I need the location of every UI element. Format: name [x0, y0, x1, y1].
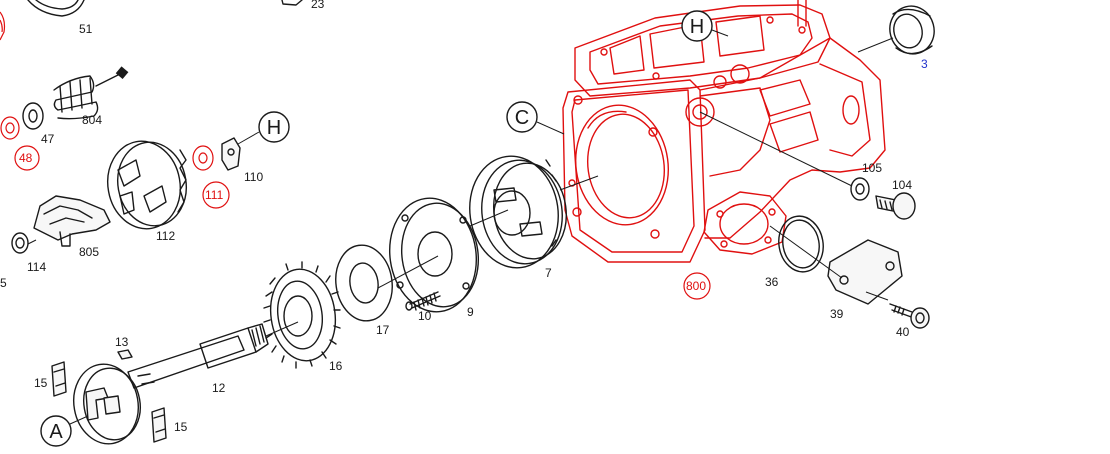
label-51: 51	[79, 22, 93, 36]
screw[interactable]	[405, 291, 441, 311]
label-40: 40	[896, 325, 910, 339]
label-16: 16	[329, 359, 343, 373]
drive-shaft[interactable]	[127, 323, 269, 389]
svg-text:H: H	[267, 117, 281, 139]
label-110: 110	[244, 170, 263, 184]
bracket-110[interactable]	[221, 137, 241, 171]
label-23: 23	[311, 0, 325, 11]
cover-39[interactable]	[827, 239, 903, 305]
shim-washer[interactable]	[331, 241, 397, 324]
label-112: 112	[156, 229, 175, 243]
cover-plate[interactable]	[382, 193, 484, 318]
label-805: 805	[79, 245, 99, 259]
svg-text:H: H	[690, 16, 704, 38]
label-111-ring	[202, 181, 230, 209]
label-105: 105	[862, 161, 882, 175]
label-13: 13	[115, 335, 129, 349]
spring[interactable]	[53, 66, 129, 120]
label-48: 48	[19, 151, 33, 165]
label-5: 5	[0, 276, 7, 290]
callout-h-top[interactable]: H	[681, 10, 713, 42]
callout-h-left[interactable]: H	[258, 111, 290, 143]
label-9: 9	[467, 305, 474, 319]
callout-a[interactable]: A	[40, 415, 72, 447]
label-111: 111	[205, 188, 224, 202]
label-48-ring	[14, 145, 40, 171]
label-800-ring	[683, 272, 711, 300]
svg-text:C: C	[515, 107, 529, 129]
coupling-hub[interactable]	[68, 359, 146, 449]
o-ring-36[interactable]	[774, 213, 827, 276]
washer-105[interactable]	[850, 177, 870, 201]
washer-48[interactable]	[0, 116, 20, 140]
callout-c[interactable]: C	[506, 101, 538, 133]
label-12: 12	[212, 381, 226, 395]
red-part-topleft[interactable]	[0, 11, 6, 41]
label-804: 804	[82, 113, 102, 127]
woodruff-key[interactable]	[117, 349, 133, 360]
drive-flange[interactable]	[463, 150, 573, 273]
label-7: 7	[545, 266, 552, 280]
label-47: 47	[41, 132, 55, 146]
label-17: 17	[376, 323, 390, 337]
governor-part[interactable]	[33, 195, 111, 247]
seal-ring[interactable]	[885, 1, 940, 59]
retaining-clip-right[interactable]	[151, 407, 167, 443]
svg-text:A: A	[49, 421, 63, 443]
washer-111[interactable]	[192, 145, 214, 171]
label-3: 3	[921, 57, 928, 71]
label-114: 114	[27, 260, 46, 274]
retaining-clip-left[interactable]	[51, 361, 67, 397]
pump-housing[interactable]	[562, 0, 886, 263]
label-36: 36	[765, 275, 779, 289]
label-10: 10	[418, 309, 432, 323]
ring-part-51[interactable]	[27, 0, 85, 17]
screw-40[interactable]	[889, 303, 930, 329]
fitting-23[interactable]	[281, 0, 303, 6]
label-104: 104	[892, 178, 912, 192]
roller-ring[interactable]	[101, 135, 193, 234]
label-15-left: 15	[34, 376, 48, 390]
washer-47[interactable]	[22, 102, 44, 130]
gear-wheel[interactable]	[263, 261, 341, 369]
washer-114[interactable]	[11, 232, 29, 254]
label-39: 39	[830, 307, 844, 321]
label-800: 800	[686, 279, 706, 293]
bolt-104[interactable]	[875, 192, 916, 220]
label-15-right: 15	[174, 420, 188, 434]
